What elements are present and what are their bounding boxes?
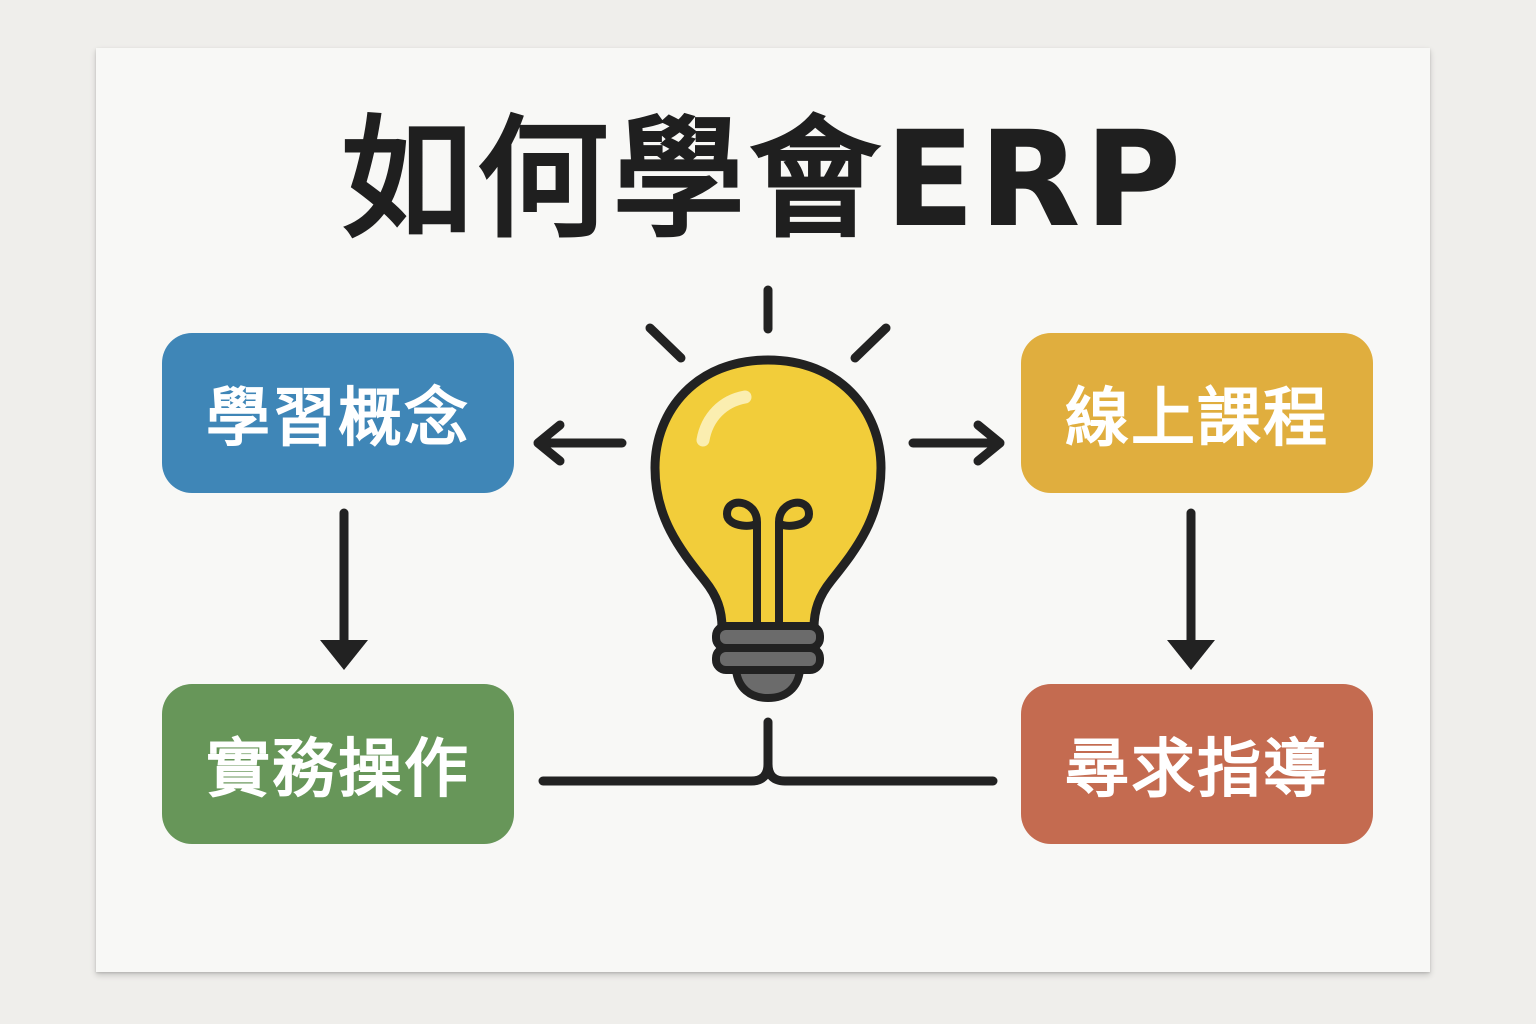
- ray-right: [850, 323, 891, 363]
- step-online-courses-label: 線上課程: [1065, 382, 1329, 456]
- bottom-left-connector: [538, 759, 773, 786]
- filament-right: [775, 498, 813, 632]
- step-seek-guidance[interactable]: 尋求指導: [1021, 684, 1373, 844]
- filament-left: [723, 498, 761, 632]
- step-learn-concepts-label: 學習概念: [206, 382, 470, 456]
- lightbulb-icon: [645, 285, 891, 702]
- bulb-base-tip: [732, 666, 804, 702]
- bottom-right-connector: [763, 759, 998, 786]
- bulb-highlight: [696, 390, 752, 447]
- step-practical-operation-label: 實務操作: [206, 733, 470, 807]
- arrowhead-down-right: [1167, 640, 1215, 670]
- bulb-glass: [650, 355, 886, 633]
- arrowhead-left: [533, 420, 565, 466]
- step-seek-guidance-label: 尋求指導: [1065, 733, 1329, 807]
- arrowhead-down-left: [320, 640, 368, 670]
- step-learn-concepts[interactable]: 學習概念: [162, 333, 514, 493]
- step-online-courses[interactable]: 線上課程: [1021, 333, 1373, 493]
- step-practical-operation[interactable]: 實務操作: [162, 684, 514, 844]
- arrowhead-right: [973, 420, 1005, 466]
- page-title: 如何學會ERP: [340, 103, 1186, 257]
- ray-left: [645, 323, 686, 363]
